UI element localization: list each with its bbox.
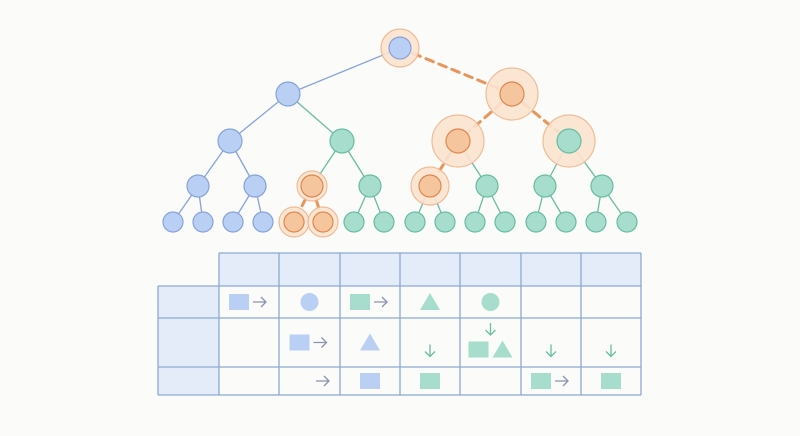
arrow-right-icon <box>374 296 388 308</box>
arrow-stroke <box>485 323 496 336</box>
arrow-down-icon <box>485 323 496 336</box>
arrow-right-icon <box>253 296 267 308</box>
green-square-icon <box>350 294 370 310</box>
green-tree-node <box>434 211 456 233</box>
blue-tree-node <box>162 211 184 233</box>
arrow-right-icon <box>316 375 330 387</box>
green-tree-node <box>525 211 547 233</box>
green-tree-node <box>464 211 486 233</box>
green-triangle-icon <box>420 293 440 310</box>
blue-tree-node <box>217 128 243 154</box>
blue-tree-node <box>186 174 210 198</box>
arrow-down-icon <box>605 344 617 358</box>
green-tree-node <box>585 211 607 233</box>
blue-square-icon <box>229 294 249 310</box>
blue-tree-node <box>222 211 244 233</box>
green-tree-node <box>590 174 614 198</box>
arrow-down-icon <box>424 344 436 358</box>
green-tree-node <box>533 174 557 198</box>
arrow-stroke <box>374 296 388 308</box>
blue-triangle-icon <box>360 333 380 351</box>
green-tree-node <box>404 211 426 233</box>
orange-tree-node <box>300 174 324 198</box>
green-tree-node <box>475 174 499 198</box>
green-square-icon <box>601 373 621 389</box>
orange-tree-node <box>312 211 334 233</box>
blue-tree-node <box>275 81 301 107</box>
blue-square-icon <box>360 373 380 389</box>
orange-tree-node <box>499 81 525 107</box>
arrow-stroke <box>555 375 569 387</box>
green-tree-node <box>343 211 365 233</box>
green-tree-node <box>494 211 516 233</box>
blue-tree-node <box>252 211 274 233</box>
green-tree-node <box>373 211 395 233</box>
green-triangle-icon <box>492 340 513 358</box>
arrow-stroke <box>545 344 557 358</box>
green-square-icon <box>468 341 489 358</box>
arrow-stroke <box>605 344 617 358</box>
green-tree-node <box>329 128 355 154</box>
green-square-icon <box>420 373 440 389</box>
grid-table <box>157 252 642 396</box>
blue-tree-node <box>192 211 214 233</box>
green-circle-icon <box>481 293 500 311</box>
arrow-stroke <box>424 344 436 358</box>
green-tree-node <box>555 211 577 233</box>
green-tree-node <box>358 174 382 198</box>
arrow-right-icon <box>555 375 569 387</box>
arrow-stroke <box>253 296 267 308</box>
tree-nodes <box>162 28 638 238</box>
arrow-stroke <box>313 337 328 348</box>
orange-tree-node <box>418 174 442 198</box>
tree-edge <box>287 47 401 95</box>
green-tree-node <box>616 211 638 233</box>
table-header-row <box>219 253 641 286</box>
orange-tree-node <box>283 211 305 233</box>
arrow-stroke <box>316 375 330 387</box>
blue-tree-node <box>243 174 267 198</box>
blue-tree-node <box>388 36 412 60</box>
arrow-down-icon <box>545 344 557 358</box>
green-tree-node <box>556 128 582 154</box>
arrow-right-icon <box>313 337 328 348</box>
green-square-icon <box>531 373 551 389</box>
blue-circle-icon <box>300 293 319 311</box>
orange-tree-node <box>445 128 471 154</box>
table-row-label-column <box>158 286 219 395</box>
blue-square-icon <box>289 334 310 351</box>
